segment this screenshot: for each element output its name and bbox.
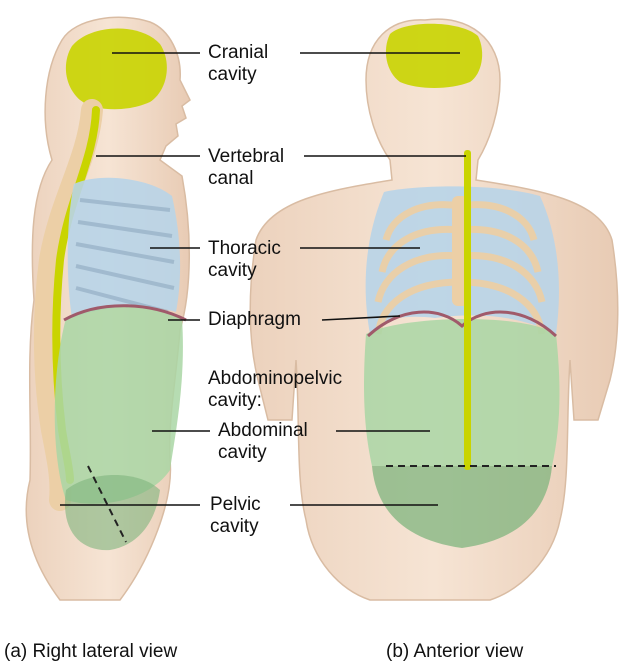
label-diaphragm: Diaphragm — [208, 309, 301, 331]
lateral-view-figure — [26, 17, 190, 600]
caption-anterior-view: (b) Anterior view — [386, 641, 523, 663]
anterior-vertebral-canal — [464, 150, 471, 470]
anterior-abdominal-cavity — [364, 319, 559, 466]
lateral-cranial-cavity — [66, 28, 167, 109]
caption-right-lateral-view: (a) Right lateral view — [4, 641, 177, 663]
anterior-cranial-cavity — [386, 24, 482, 88]
anterior-view-figure — [250, 19, 618, 600]
lateral-abdominal-cavity — [55, 306, 183, 504]
